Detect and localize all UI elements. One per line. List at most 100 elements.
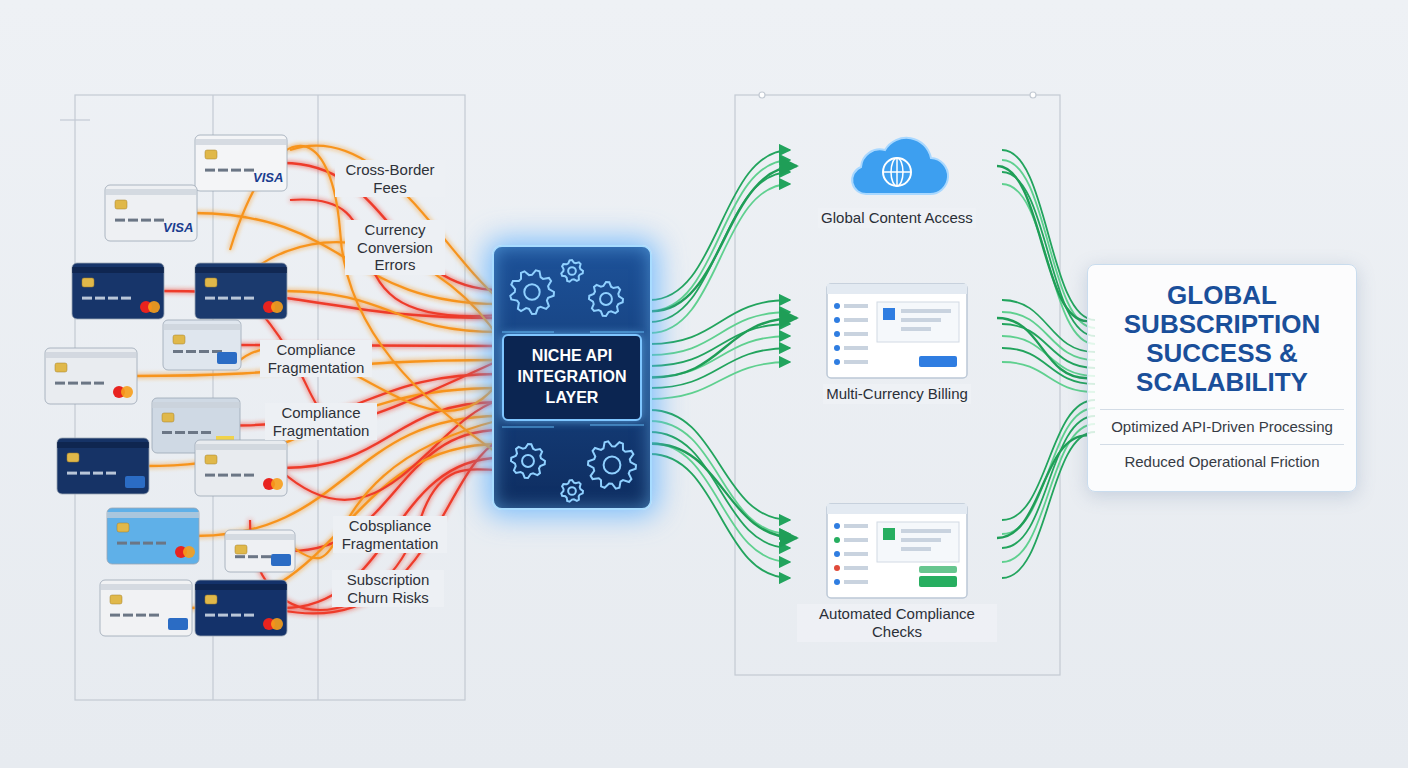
decoration: [834, 579, 840, 585]
decoration: [105, 185, 197, 241]
decoration: [844, 552, 868, 556]
decoration: [162, 431, 172, 434]
decoration: [901, 309, 951, 313]
decoration: [205, 474, 215, 477]
decoration: [67, 453, 79, 462]
flow-line: [650, 454, 790, 578]
flow-line: [650, 362, 790, 399]
decoration: [600, 293, 612, 305]
decoration: [844, 318, 868, 322]
flow-connector: [997, 435, 1087, 538]
decoration: [82, 278, 94, 287]
decoration: [271, 301, 283, 313]
decoration: [156, 542, 166, 545]
decoration: [511, 444, 545, 478]
problem-line: [290, 146, 500, 300]
decoration: [195, 584, 287, 590]
decoration: [121, 386, 133, 398]
flow-line: [650, 150, 790, 300]
decoration: [199, 350, 209, 353]
decoration: [919, 356, 957, 367]
problem-label: Cross-Border Fees: [335, 160, 445, 197]
decoration: [510, 270, 554, 314]
decoration: [827, 504, 967, 598]
decoration: [205, 455, 217, 464]
decoration: [217, 352, 237, 364]
flow-line: [650, 160, 790, 311]
decoration: [759, 92, 765, 98]
credit-card: [105, 185, 197, 241]
decoration: [735, 95, 1060, 675]
decoration: [844, 360, 868, 364]
decoration: [115, 219, 125, 222]
decoration: [834, 345, 840, 351]
decoration: [195, 139, 287, 145]
decoration: [604, 457, 621, 474]
decoration: [183, 546, 195, 558]
decoration: [95, 297, 105, 300]
credit-card: [163, 320, 241, 370]
decoration: [502, 331, 554, 332]
credit-card: [100, 580, 192, 636]
result-title: GLOBAL SUBSCRIPTION SUCCESS & SCALABILIT…: [1100, 281, 1344, 397]
decoration: [901, 529, 951, 533]
decoration: [827, 504, 967, 514]
flow-connector: [652, 444, 797, 538]
decoration: [244, 297, 254, 300]
dashboard-icon: [797, 500, 997, 604]
decoration: [72, 267, 164, 273]
decoration: [844, 566, 868, 570]
decoration: [168, 618, 188, 630]
flow-line: [1002, 172, 1095, 336]
decoration: [107, 512, 199, 518]
decoration: [502, 426, 554, 427]
decoration: [162, 413, 174, 422]
decoration: [110, 614, 120, 617]
decoration: [72, 263, 164, 319]
decoration: [82, 297, 92, 300]
flow-connector: [652, 166, 797, 311]
decoration: [128, 219, 138, 222]
decoration: [205, 278, 217, 287]
card-brand: VISA: [253, 171, 283, 184]
decoration: [100, 584, 192, 590]
cloud-icon: [797, 128, 997, 208]
decoration: [231, 614, 241, 617]
decoration: [107, 508, 199, 564]
decoration: [589, 282, 623, 316]
integration-box: NICHE API INTEGRATION LAYER: [492, 245, 652, 510]
decoration: [522, 455, 534, 467]
outcome-item: Automated Compliance Checks: [797, 500, 997, 642]
decoration: [55, 363, 67, 372]
decoration: [93, 472, 103, 475]
decoration: [844, 580, 868, 584]
decoration: [225, 530, 295, 572]
decoration: [57, 442, 149, 448]
decoration: [195, 267, 287, 273]
decoration: [186, 350, 196, 353]
decoration: [195, 135, 287, 191]
decoration: [877, 302, 959, 342]
decoration: [136, 614, 146, 617]
decoration: [175, 431, 185, 434]
decoration: [125, 476, 145, 488]
decoration: [834, 359, 840, 365]
decoration: [205, 614, 215, 617]
credit-card: [195, 440, 287, 496]
decoration: [105, 189, 197, 195]
credit-card: [72, 263, 164, 319]
problem-label: Currency Conversion Errors: [345, 220, 445, 275]
right-frame: [735, 92, 1060, 675]
decoration: [67, 472, 77, 475]
decoration: [188, 431, 198, 434]
flow-line: [1002, 424, 1095, 562]
decoration: [195, 440, 287, 496]
decoration: [834, 551, 840, 557]
outcome-item: Global Content Access: [797, 128, 997, 228]
decoration: [883, 158, 911, 186]
flow-line: [1002, 160, 1095, 328]
credit-card: [57, 438, 149, 494]
decoration: [883, 528, 895, 540]
decoration: [163, 320, 241, 370]
